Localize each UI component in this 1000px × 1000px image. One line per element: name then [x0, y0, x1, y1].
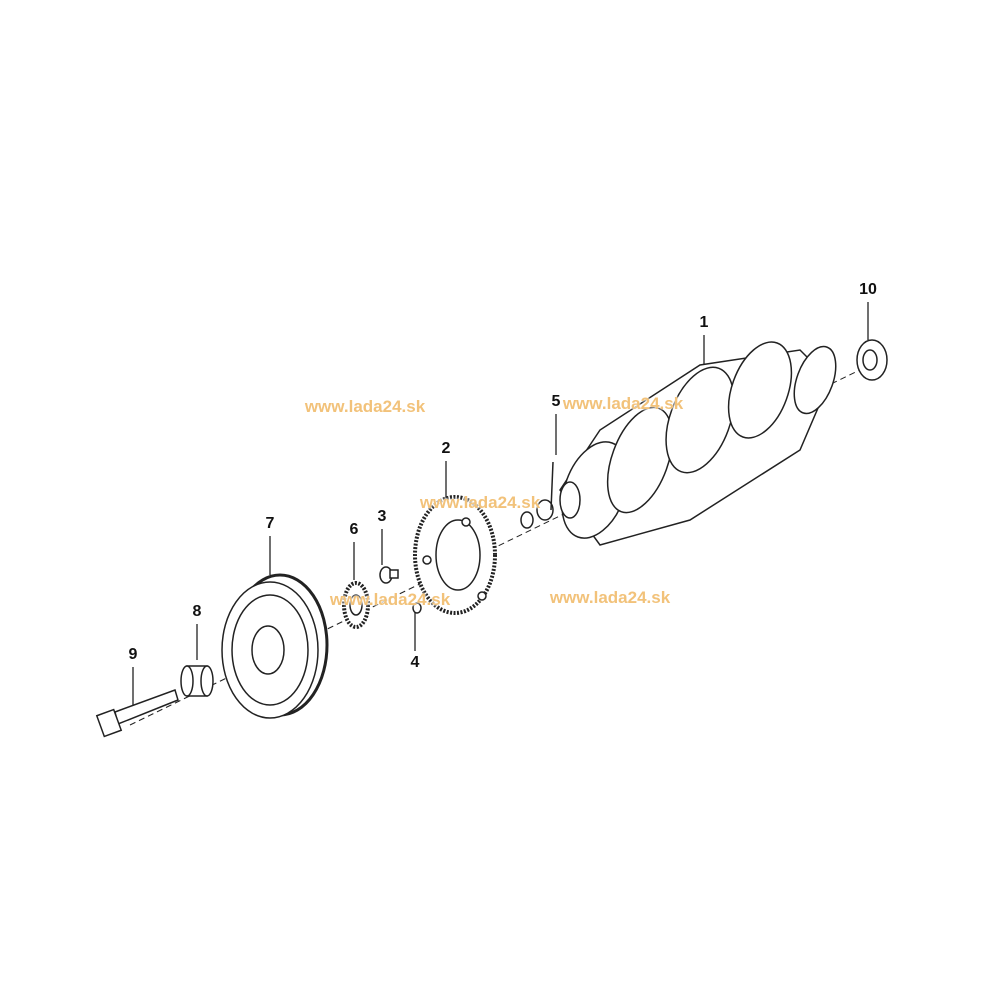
oil-seal-part-10 [856, 339, 888, 381]
watermark: www.lada24.sk [304, 397, 426, 416]
callout-2: 2 [441, 440, 451, 457]
callout-3: 3 [377, 508, 387, 525]
callout-5: 5 [551, 393, 561, 410]
crankshaft-part-1 [520, 341, 837, 546]
callout-6: 6 [349, 521, 359, 538]
trigger-wheel-part-2 [413, 495, 497, 615]
sprocket-part-6 [342, 581, 370, 629]
watermark: www.lada24.sk [419, 493, 541, 512]
pin-part-5 [550, 461, 554, 511]
callout-7: 7 [265, 515, 275, 532]
watermark: www.lada24.sk [562, 394, 684, 413]
bolt-part-9 [95, 689, 179, 738]
watermark: www.lada24.sk [549, 588, 671, 607]
washer-part-8 [180, 665, 214, 697]
pulley-part-7 [221, 573, 329, 719]
callout-8: 8 [192, 603, 202, 620]
callout-9: 9 [128, 646, 138, 663]
screw-part-3 [379, 566, 399, 584]
leader-lines [132, 302, 869, 705]
watermark: www.lada24.sk [329, 590, 451, 609]
callout-1: 1 [699, 314, 709, 331]
callout-10: 10 [859, 281, 877, 298]
callout-4: 4 [410, 654, 420, 671]
washer-part-4 [412, 602, 422, 614]
